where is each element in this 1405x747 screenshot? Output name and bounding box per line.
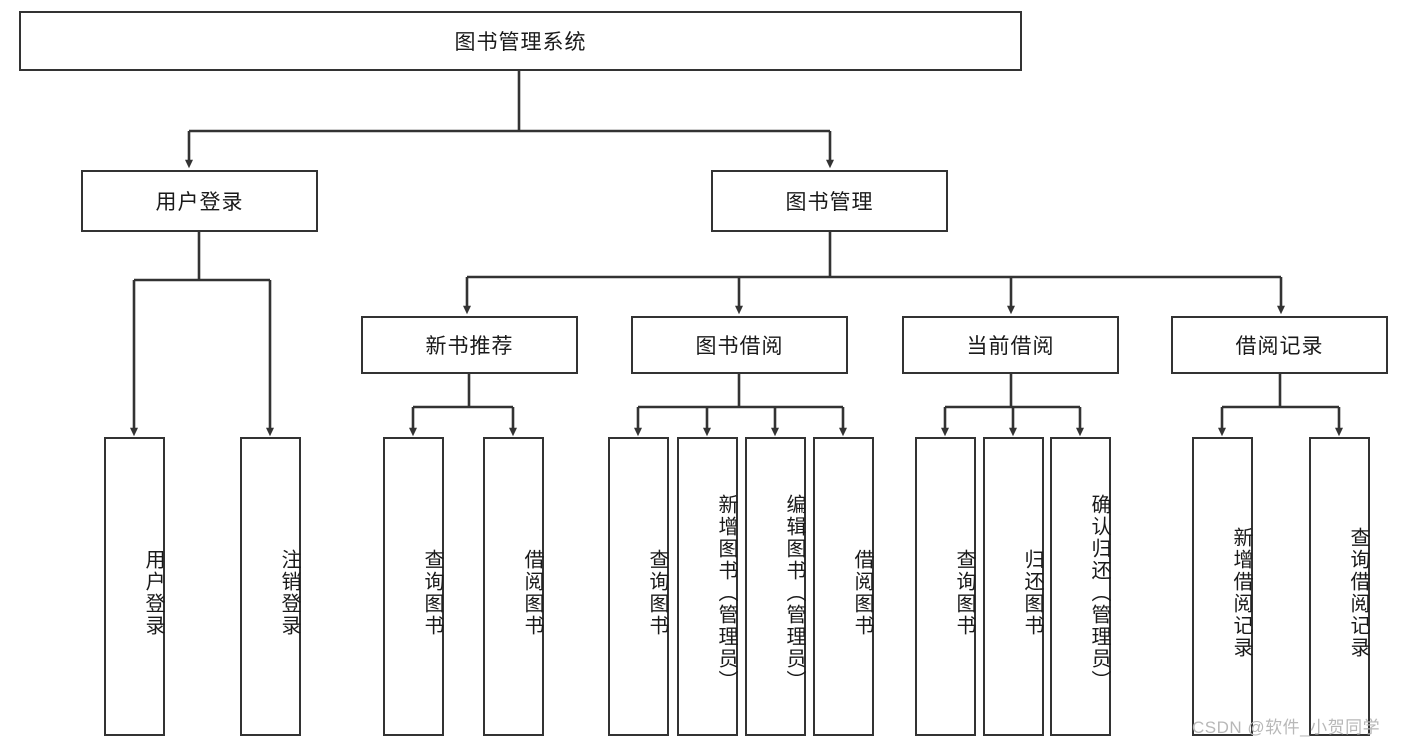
leaf-book-borrow-edit-label: 编辑图书（管理员）: [783, 493, 805, 692]
leaf-current-borrow-confirm[interactable]: 确认归还（管理员）: [1050, 437, 1111, 736]
leaf-book-borrow-query[interactable]: 查询图书: [608, 437, 669, 736]
node-book-management[interactable]: 图书管理: [711, 170, 948, 232]
leaf-user-login-signin-label: 用户登录: [142, 548, 164, 637]
node-root[interactable]: 图书管理系统: [19, 11, 1022, 71]
node-book-borrow[interactable]: 图书借阅: [631, 316, 848, 374]
leaf-book-borrow-lend[interactable]: 借阅图书: [813, 437, 874, 736]
leaf-borrow-record-add[interactable]: 新增借阅记录: [1192, 437, 1253, 736]
leaf-new-books-borrow-label: 借阅图书: [521, 548, 543, 637]
leaf-book-borrow-query-label: 查询图书: [646, 548, 668, 637]
leaf-current-borrow-query[interactable]: 查询图书: [915, 437, 976, 736]
node-root-label: 图书管理系统: [454, 31, 587, 54]
node-current-borrow[interactable]: 当前借阅: [902, 316, 1119, 374]
leaf-current-borrow-query-label: 查询图书: [953, 548, 975, 637]
node-book-management-label: 图书管理: [785, 191, 874, 214]
leaf-book-borrow-add-label: 新增图书（管理员）: [715, 493, 737, 692]
node-current-borrow-label: 当前借阅: [966, 335, 1055, 358]
leaf-borrow-record-add-label: 新增借阅记录: [1230, 526, 1252, 659]
leaf-user-login-signout-label: 注销登录: [278, 548, 300, 637]
leaf-borrow-record-query[interactable]: 查询借阅记录: [1309, 437, 1370, 736]
node-new-book-recommend-label: 新书推荐: [425, 335, 514, 358]
node-borrow-record[interactable]: 借阅记录: [1171, 316, 1388, 374]
leaf-current-borrow-return-label: 归还图书: [1021, 548, 1043, 637]
leaf-new-books-borrow[interactable]: 借阅图书: [483, 437, 544, 736]
node-user-login-label: 用户登录: [155, 191, 244, 214]
leaf-new-books-query[interactable]: 查询图书: [383, 437, 444, 736]
node-book-borrow-label: 图书借阅: [695, 335, 784, 358]
leaf-book-borrow-add[interactable]: 新增图书（管理员）: [677, 437, 738, 736]
watermark-text: CSDN @软件_小贺同学: [1192, 718, 1381, 737]
leaf-user-login-signout[interactable]: 注销登录: [240, 437, 301, 736]
leaf-user-login-signin[interactable]: 用户登录: [104, 437, 165, 736]
leaf-new-books-query-label: 查询图书: [421, 548, 443, 637]
node-user-login[interactable]: 用户登录: [81, 170, 318, 232]
leaf-borrow-record-query-label: 查询借阅记录: [1347, 526, 1369, 659]
leaf-book-borrow-edit[interactable]: 编辑图书（管理员）: [745, 437, 806, 736]
leaf-book-borrow-lend-label: 借阅图书: [851, 548, 873, 637]
node-borrow-record-label: 借阅记录: [1235, 335, 1324, 358]
node-new-book-recommend[interactable]: 新书推荐: [361, 316, 578, 374]
leaf-current-borrow-confirm-label: 确认归还（管理员）: [1088, 493, 1110, 692]
leaf-current-borrow-return[interactable]: 归还图书: [983, 437, 1044, 736]
